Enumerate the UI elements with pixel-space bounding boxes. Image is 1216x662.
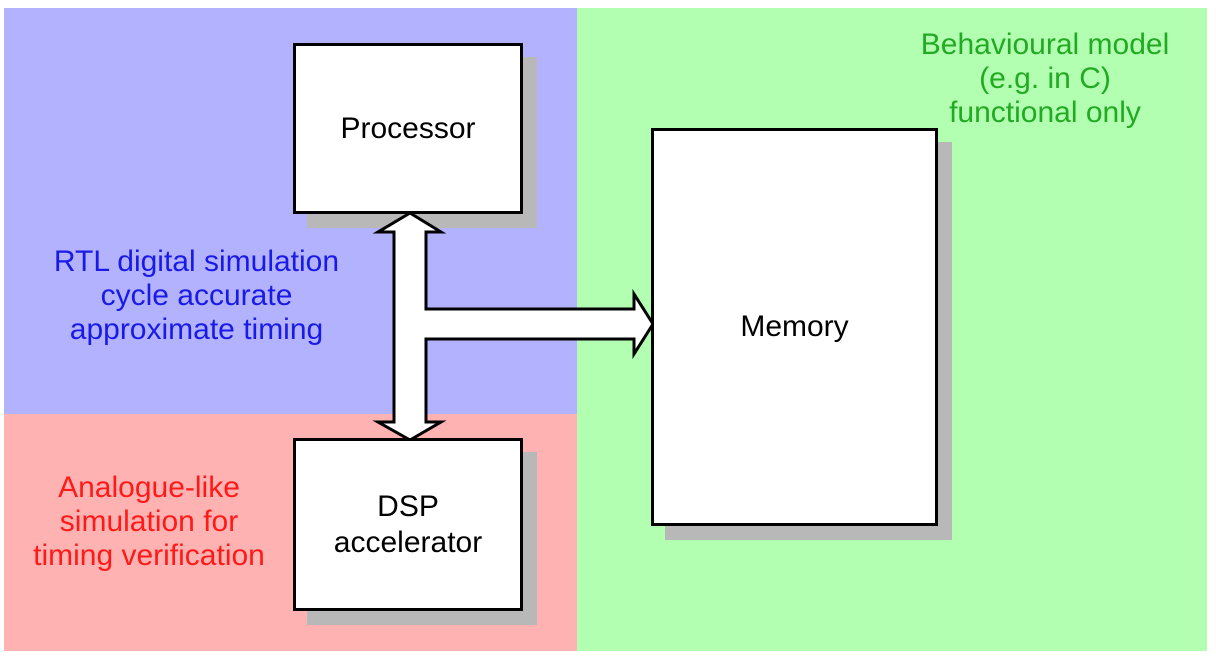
analog-label-line-2: simulation for (59, 505, 239, 538)
analog-label-line-1: Analogue-like (58, 471, 240, 504)
analogue-simulation-label: Analogue-like simulation for timing veri… (4, 471, 294, 573)
behav-label-line-2: (e.g. in C) (979, 62, 1111, 95)
behav-label-line-1: Behavioural model (920, 28, 1170, 61)
rtl-simulation-label: RTL digital simulation cycle accurate ap… (14, 245, 379, 347)
rtl-label-line-1: RTL digital simulation (53, 245, 340, 278)
memory-label: Memory (740, 310, 849, 343)
memory-block: Memory (651, 128, 938, 526)
behav-label-line-3: functional only (949, 96, 1141, 129)
dsp-label-line-2: accelerator (333, 525, 483, 559)
dsp-label-line-1: DSP (377, 489, 439, 523)
behavioural-model-label: Behavioural model (e.g. in C) functional… (880, 28, 1210, 130)
rtl-label-line-2: cycle accurate (100, 279, 293, 312)
rtl-label-line-3: approximate timing (69, 313, 324, 346)
analog-label-line-3: timing verification (33, 539, 265, 572)
dsp-accelerator-block: DSP accelerator (293, 438, 523, 611)
bus-arrow (372, 211, 655, 442)
processor-label: Processor (340, 111, 476, 145)
processor-block: Processor (293, 43, 523, 214)
